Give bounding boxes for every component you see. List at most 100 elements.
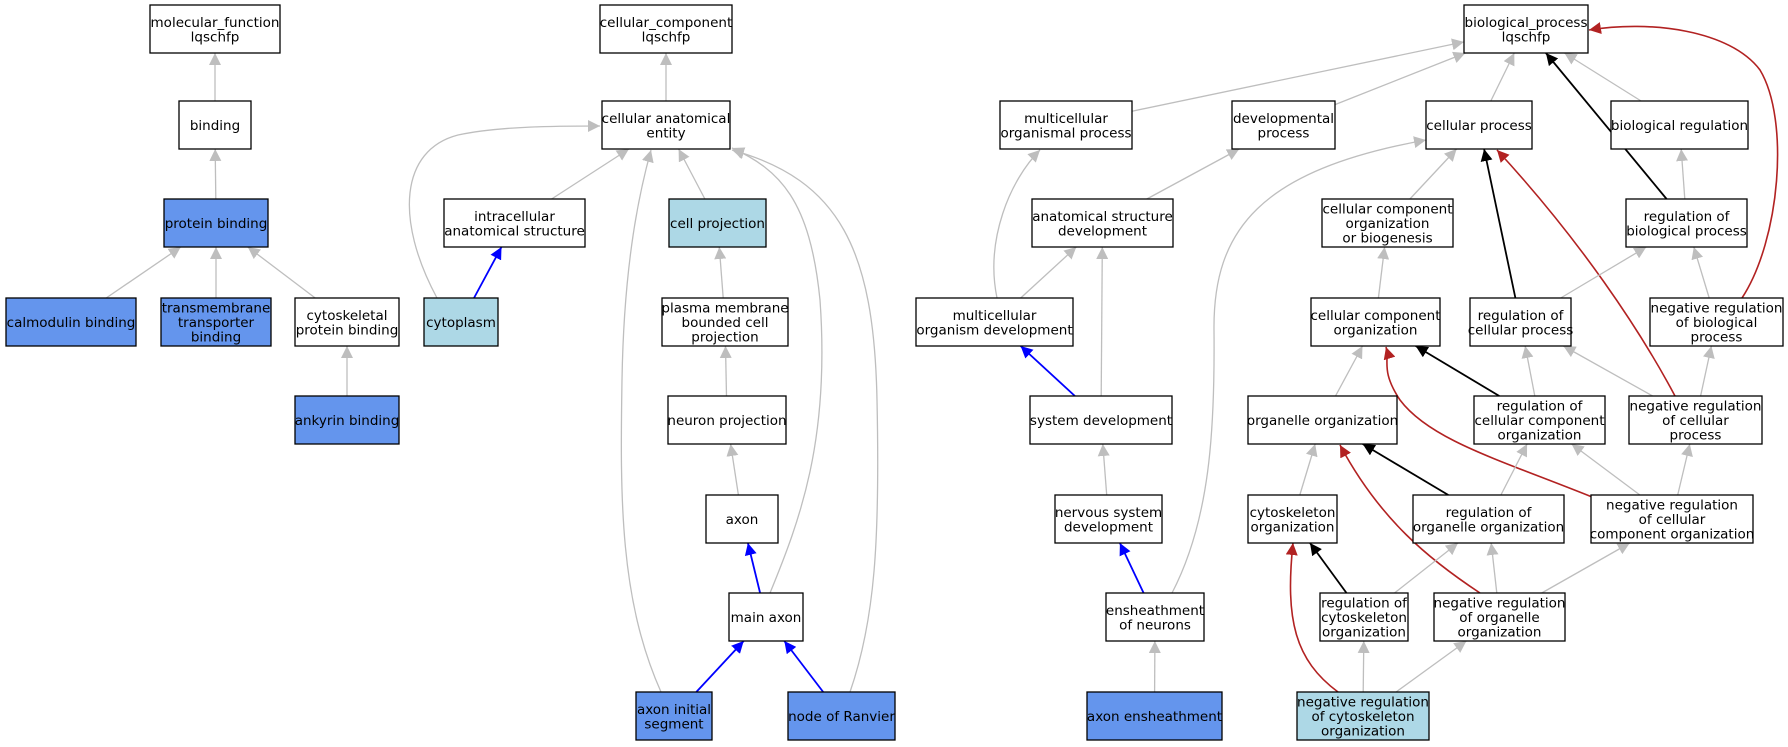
node-box bbox=[1469, 297, 1572, 347]
node-label-line: development bbox=[1058, 223, 1147, 239]
node-label-line: negative regulation bbox=[1606, 498, 1738, 514]
node-cellular-process[interactable]: cellular process bbox=[1425, 100, 1533, 150]
node-box bbox=[1086, 691, 1223, 741]
node-label-line: negative regulation bbox=[1651, 301, 1783, 317]
node-node-of-ranvier[interactable]: node of Ranvier bbox=[787, 691, 896, 741]
node-protein-binding[interactable]: protein binding bbox=[163, 198, 269, 248]
edge-part-of-cytoplasm-to-intracellular-anatomical-structure bbox=[473, 246, 503, 299]
edge-is-a-negative-regulation-of-cellular-component-organization-to-regulation-of-cellular-component-organization bbox=[1571, 443, 1641, 496]
node-box bbox=[1231, 100, 1336, 150]
node-label-line: organization bbox=[1334, 322, 1418, 338]
edge-is-a-system-development-to-anatomical-structure-development bbox=[1096, 246, 1109, 397]
node-cytoplasm[interactable]: cytoplasm bbox=[423, 297, 499, 347]
edge-is-a-negative-regulation-of-biological-process-to-regulation-of-biological-process bbox=[1691, 246, 1710, 299]
node-label-line: segment bbox=[644, 716, 703, 732]
edge-is-a-regulation-of-organelle-organization-to-regulation-of-cellular-component-organization bbox=[1500, 443, 1528, 496]
node-main-axon[interactable]: main axon bbox=[728, 592, 804, 642]
node-label-line: development bbox=[1064, 519, 1153, 535]
node-label-line: multicellular bbox=[953, 308, 1037, 324]
node-box bbox=[1473, 395, 1606, 445]
node-ankyrin-binding[interactable]: ankyrin binding bbox=[294, 395, 400, 445]
edge-is-a-ensheathment-of-neurons-to-cellular-process bbox=[1171, 136, 1427, 594]
node-label-line: of biological bbox=[1676, 315, 1758, 331]
edge-is-a-regulation-of-cytoskeleton-organization-to-regulation-of-organelle-organization bbox=[1394, 542, 1459, 594]
node-label-line: neuron projection bbox=[667, 413, 786, 429]
edge-is-a-regulation-of-biological-process-to-biological-regulation bbox=[1676, 148, 1689, 200]
node-label-line: main axon bbox=[731, 610, 802, 626]
edge-is-a-cytoskeleton-organization-to-organelle-organization bbox=[1299, 443, 1318, 496]
edge-is-a-main-axon-to-cellular-anatomical-entity bbox=[731, 147, 823, 594]
edge-is-a-cellular-process-to-bp bbox=[1490, 52, 1515, 102]
edge-part-of-system-development-to-multicellular-organism-development bbox=[1019, 345, 1076, 397]
edge-is-a-negative-regulation-of-cellular-process-to-regulation-of-cellular-process bbox=[1563, 345, 1653, 397]
node-calmodulin-binding[interactable]: calmodulin binding bbox=[5, 297, 137, 347]
node-label-line: biological process bbox=[1626, 223, 1747, 239]
node-biological-regulation[interactable]: biological regulation bbox=[1610, 100, 1749, 150]
edge-is-a-axon-to-neuron-projection bbox=[726, 443, 740, 496]
node-label-line: organization bbox=[1346, 216, 1430, 232]
node-box bbox=[1296, 691, 1430, 741]
node-binding[interactable]: binding bbox=[178, 100, 252, 150]
node-label-line: cellular process bbox=[1468, 322, 1574, 338]
node-box bbox=[915, 297, 1074, 347]
node-box bbox=[1029, 395, 1173, 445]
edge-regulates-regulation-of-organelle-organization-to-organelle-organization bbox=[1362, 443, 1449, 496]
node-label-line: cytoskeletal bbox=[306, 308, 387, 324]
node-box bbox=[149, 4, 281, 54]
edge-regulates-regulation-of-cellular-component-organization-to-cellular-component-organization bbox=[1415, 345, 1500, 397]
node-box bbox=[5, 297, 137, 347]
node-label-line: organism development bbox=[916, 322, 1072, 338]
node-system-development[interactable]: system development bbox=[1029, 395, 1173, 445]
node-axon[interactable]: axon bbox=[705, 494, 779, 544]
node-box bbox=[635, 691, 713, 741]
node-box bbox=[294, 395, 400, 445]
node-label-line: organization bbox=[1498, 428, 1582, 444]
node-axon-ensheathment[interactable]: axon ensheathment bbox=[1086, 691, 1223, 741]
node-box bbox=[728, 592, 804, 642]
node-label-line: binding bbox=[190, 118, 240, 134]
node-label-line: regulation of bbox=[1321, 596, 1408, 612]
node-box bbox=[1247, 395, 1398, 445]
node-box bbox=[1054, 494, 1163, 544]
node-neuron-projection[interactable]: neuron projection bbox=[667, 395, 787, 445]
node-label-line: lqschfp bbox=[191, 29, 240, 45]
node-box bbox=[1031, 198, 1174, 248]
node-box bbox=[1105, 592, 1205, 642]
node-cell-projection[interactable]: cell projection bbox=[668, 198, 767, 248]
node-label-line: cellular component bbox=[1322, 202, 1452, 218]
edges-layer bbox=[105, 22, 1779, 693]
node-label-line: system development bbox=[1030, 413, 1172, 429]
node-label-line: of cellular bbox=[1662, 413, 1729, 429]
node-organelle-organization[interactable]: organelle organization bbox=[1247, 395, 1398, 445]
edge-is-a-negative-regulation-of-cytoskeleton-organization-to-negative-regulation-of-organelle-organization bbox=[1395, 640, 1467, 693]
edge-is-a-cellular-component-organization-to-cellular-component-organization-or-biogenesis bbox=[1377, 246, 1390, 299]
